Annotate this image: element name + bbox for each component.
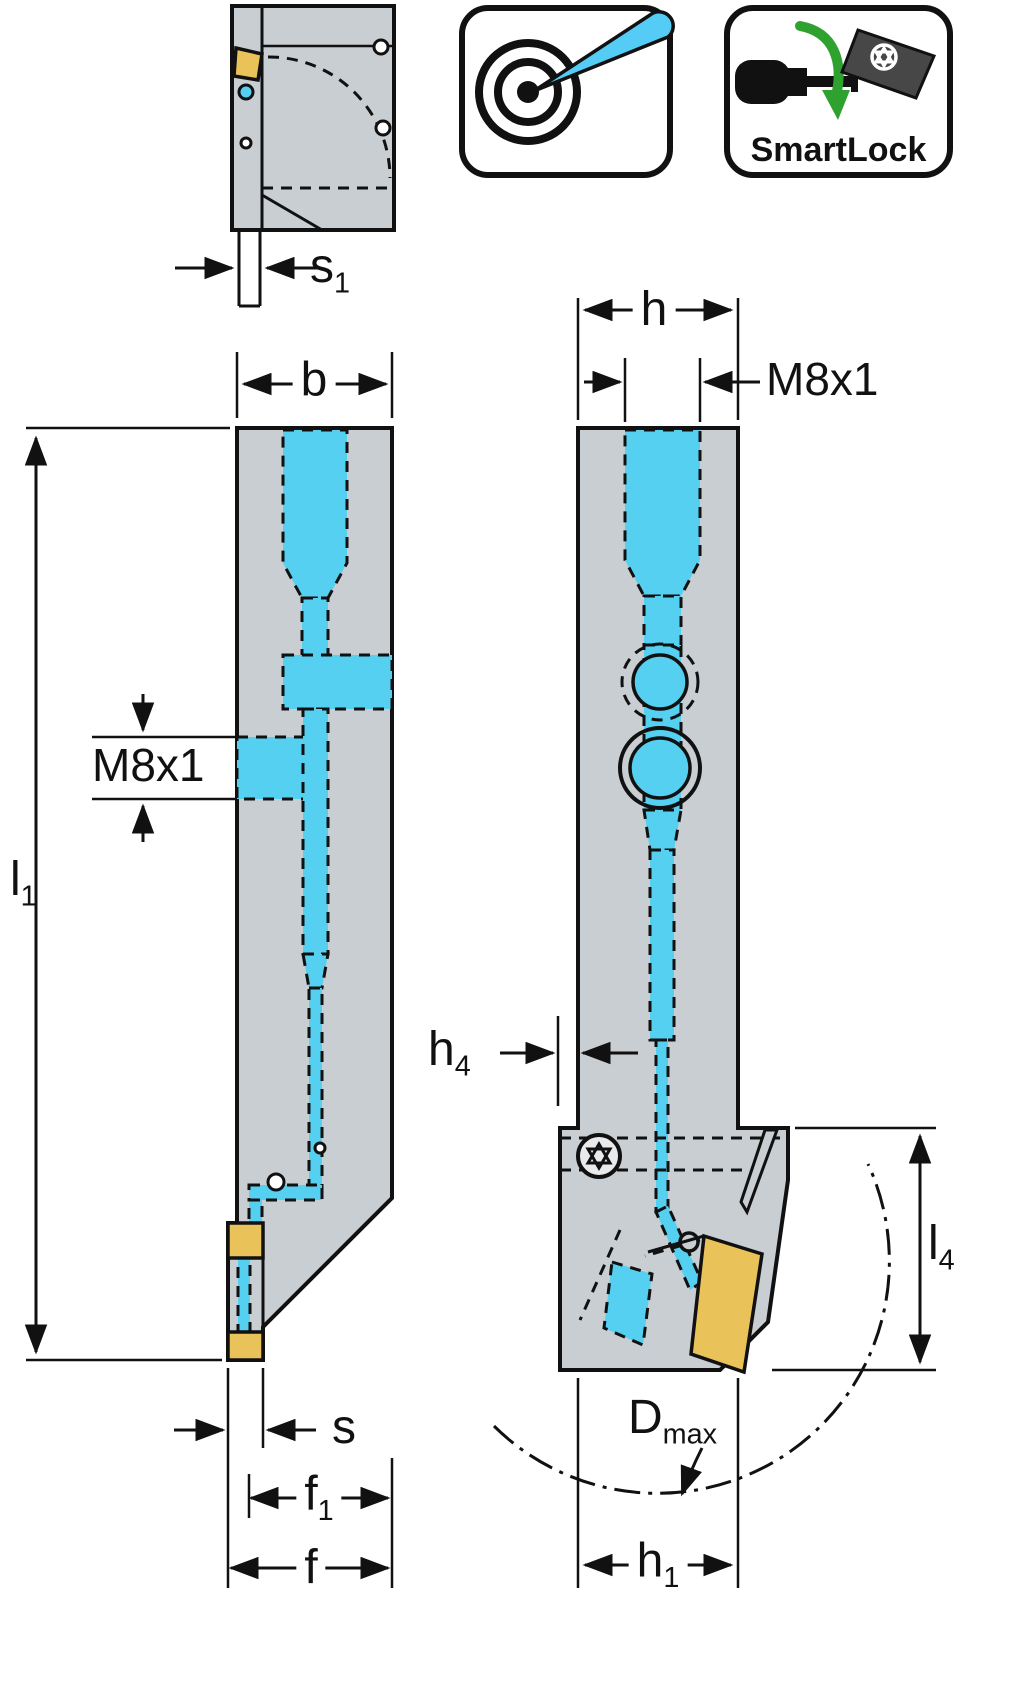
hidden-pocket-line (578, 1229, 622, 1321)
dim-label-f: f (296, 1544, 326, 1592)
insert-side-view (226, 1221, 265, 1260)
screw-hole (239, 136, 253, 150)
coolant-channel-elbow (247, 1183, 324, 1202)
insert-front-view (689, 1233, 764, 1375)
front-view (492, 426, 891, 1497)
dim-label-l1: l1 (10, 853, 37, 913)
pin-hole (266, 1172, 286, 1192)
blade-coolant-channel (236, 1256, 252, 1334)
coolant-channel-segment (307, 986, 324, 1192)
coolant-port (628, 736, 692, 800)
smartlock-label: SmartLock (750, 131, 927, 169)
top-view-body (230, 4, 396, 232)
rotation-arrowhead (822, 90, 850, 120)
coolant-channel-segment (300, 596, 330, 662)
dim-label-b: b (292, 356, 336, 412)
target-center (517, 81, 539, 103)
insert-top-view (232, 45, 264, 83)
dim-label-s: s (332, 1401, 356, 1454)
side-view (226, 426, 394, 1362)
coolant-channel-segment (654, 1038, 670, 1214)
torx-star (873, 50, 895, 70)
dim-label-h: h (632, 286, 676, 334)
smartlock-screw (576, 1133, 622, 1179)
coolant-exit-region (602, 1260, 654, 1348)
dim-label-dmax: Dmax (628, 1391, 718, 1451)
screw-hole (374, 119, 392, 137)
screwdriver-tip (851, 71, 858, 92)
cross-hole-hidden-ring (620, 642, 700, 722)
dim-label-f1: f1 (296, 1470, 342, 1526)
coolant-channel-segment (642, 594, 683, 647)
smartlock-icon (724, 5, 953, 178)
dim-label-m8x1-side: M8x1 (92, 739, 205, 791)
clamp-slit (739, 1128, 780, 1216)
cross-hole (631, 653, 689, 711)
dim-label-m8x1-front: M8x1 (766, 353, 879, 405)
coolant-inlet-rear (281, 653, 394, 711)
rotation-arrow (795, 21, 844, 101)
coolant-port-m8 (235, 735, 312, 801)
torx-star (873, 44, 895, 64)
dmax-pointer-arrow (680, 1447, 704, 1497)
dim-label-l4: l4 (928, 1217, 955, 1277)
dim-label-h1: h1 (628, 1537, 688, 1593)
pocket-edge-line (647, 1234, 705, 1254)
dim-label-h4: h4 (428, 1023, 471, 1083)
dim-label-s1: s1 (310, 240, 351, 300)
coolant-spray-cone (532, 10, 675, 93)
coolant-channel-segment (281, 428, 349, 600)
torx-star (585, 1147, 613, 1171)
screwdriver-neck (785, 68, 807, 96)
coolant-channel-segment (623, 428, 702, 598)
cutting-insert (840, 28, 937, 100)
screwdriver-shaft (805, 76, 853, 87)
torx-star (585, 1141, 613, 1165)
pin-hole (313, 1141, 327, 1155)
insert-tip-side-view (226, 1330, 265, 1362)
top-view (230, 4, 396, 308)
chamfer-line (261, 193, 323, 232)
precision-coolant-icon (459, 5, 675, 178)
coolant-channel-segment (301, 707, 330, 956)
hidden-contour-arc (267, 55, 392, 179)
screwdriver-handle (735, 60, 790, 104)
coolant-port-ring (618, 726, 702, 810)
dimension-lines (24, 256, 936, 1588)
coolant-channel-segment (648, 848, 676, 1042)
coolant-outlet-hole (237, 83, 255, 101)
screw-hole (372, 38, 390, 56)
